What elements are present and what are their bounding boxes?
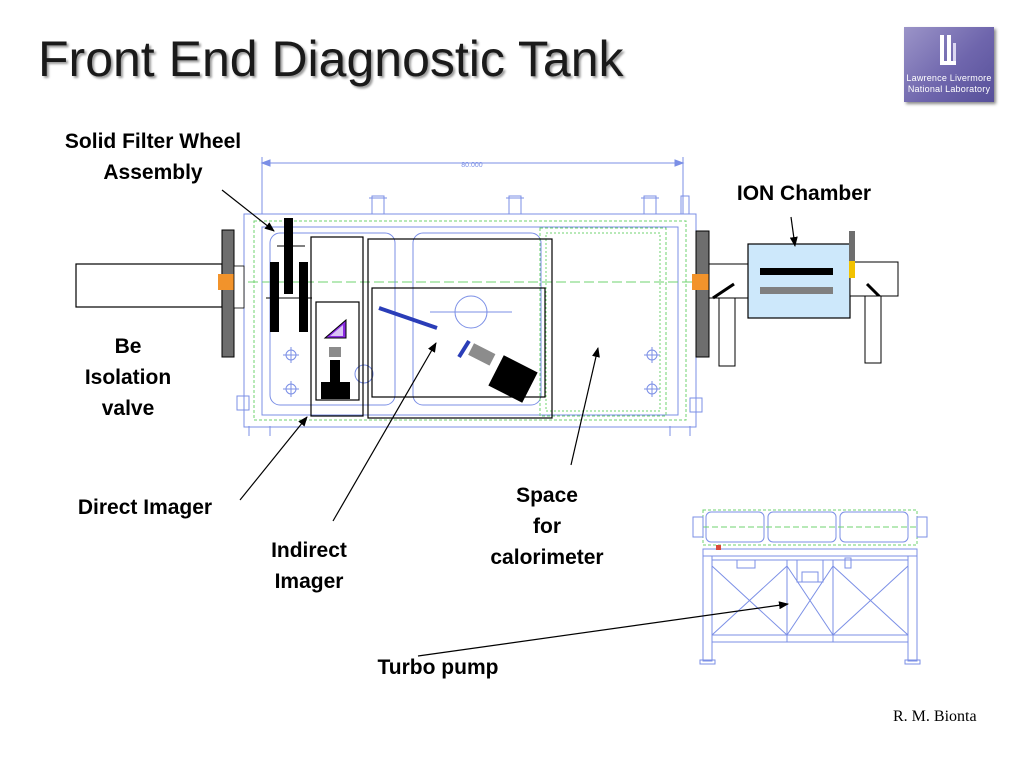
side-elevation-blueprint [692, 509, 928, 665]
label-solid-filter-line-2: Assembly [103, 161, 203, 184]
callout-arrows [221, 189, 798, 657]
tank-inner-frame [261, 226, 679, 416]
label-turbo-pump: Turbo pump [377, 656, 499, 679]
ion-chamber-body [747, 243, 851, 319]
label-indirect-imager: Indirect Imager [244, 535, 374, 597]
tank-inner-wall [253, 220, 687, 421]
label-be-line-1: Be [114, 335, 142, 358]
dimension-text: 80.000 [461, 162, 483, 169]
label-space-line-1: Space [516, 484, 578, 507]
ion-plate-2 [760, 287, 833, 294]
label-indirect-line-1: Indirect [271, 539, 347, 562]
arrow-indirect-imager [332, 342, 437, 522]
be-isolation-valve [75, 229, 245, 358]
direct-camera [321, 382, 350, 399]
left-flange [221, 229, 235, 358]
side-ports [236, 395, 703, 436]
label-be-line-2: Isolation [84, 366, 172, 389]
logo-line-1: Lawrence Livermore [906, 73, 992, 83]
indirect-lens [468, 343, 496, 366]
arrow-turbo-pump [417, 601, 789, 657]
label-indirect-line-2: Imager [274, 570, 344, 593]
label-be-isolation-valve: Be Isolation valve [63, 331, 193, 424]
page-title: Front End Diagnostic Tank [38, 31, 624, 87]
left-coupler [233, 265, 245, 309]
tank-outer-frame [243, 213, 697, 428]
arrow-direct-imager [239, 416, 308, 501]
label-be-line-3: valve [101, 397, 155, 420]
side-view-valve-marker [716, 545, 721, 550]
solid-filter-wheel [266, 218, 312, 332]
ion-plate-1 [760, 268, 833, 275]
ion-chamber-assembly [692, 230, 899, 367]
indirect-imager [367, 238, 553, 419]
label-solid-filter-line-1: Solid Filter Wheel [64, 130, 242, 153]
author-credit: R. M. Bionta [893, 708, 977, 725]
logo-line-2: National Laboratory [907, 84, 991, 94]
arrow-solid-filter [221, 189, 275, 232]
top-ports [369, 195, 690, 215]
indirect-camera [488, 355, 538, 403]
crosshair-marks [283, 295, 660, 397]
label-solid-filter-wheel: Solid Filter Wheel Assembly [40, 126, 266, 188]
label-space-for-calorimeter: Space for calorimeter [466, 480, 628, 573]
right-be-window [692, 274, 713, 290]
arrow-calorimeter [570, 347, 600, 466]
llnl-logo: Lawrence Livermore National Laboratory [904, 27, 994, 102]
calorimeter-space-outline [539, 227, 667, 417]
calorimeter-space-inner [545, 232, 661, 412]
llnl-mark-icon [940, 35, 956, 65]
dimension-line [260, 157, 685, 214]
right-flange [695, 230, 710, 358]
arrow-ion-chamber [789, 216, 798, 247]
indirect-mirror [378, 306, 438, 330]
lens [329, 347, 341, 357]
label-space-line-3: calorimeter [490, 546, 604, 569]
indirect-screen [457, 339, 471, 359]
left-beam-pipe [75, 263, 223, 308]
label-space-line-2: for [533, 515, 561, 538]
direct-imager [310, 236, 364, 417]
label-direct-imager: Direct Imager [77, 496, 213, 519]
label-ion-chamber: ION Chamber [736, 182, 872, 205]
